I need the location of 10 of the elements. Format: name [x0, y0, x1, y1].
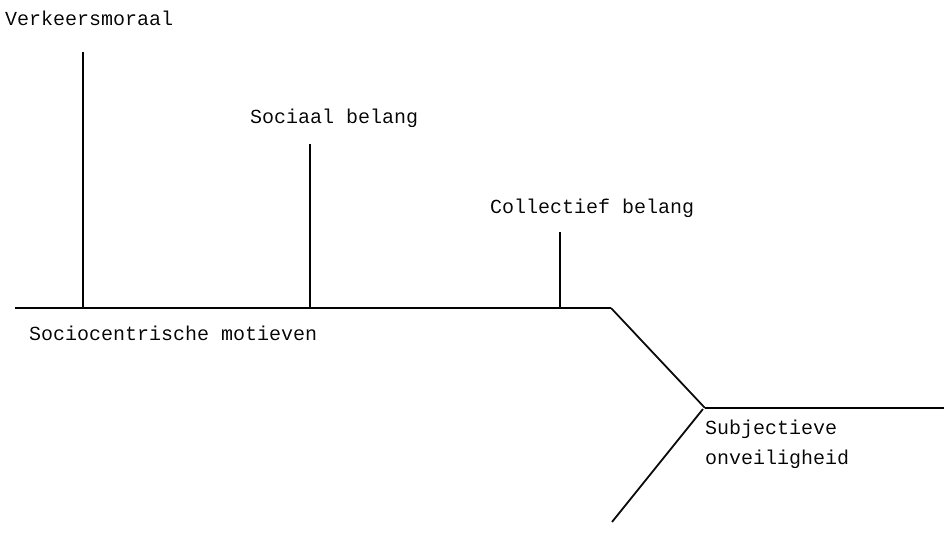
bone-line	[610, 307, 706, 409]
bone-line	[611, 408, 704, 523]
bone-line	[309, 144, 311, 308]
cause-label: Collectief belang	[490, 196, 694, 222]
cause-label: Sociaal belang	[250, 106, 418, 132]
cause-label: Sociocentrische motieven	[29, 323, 318, 349]
bone-line	[559, 232, 561, 308]
bone-line	[82, 52, 84, 308]
cause-label: Verkeersmoraal	[5, 8, 174, 34]
cause-label: Subjectieve onveiligheid	[705, 417, 845, 473]
